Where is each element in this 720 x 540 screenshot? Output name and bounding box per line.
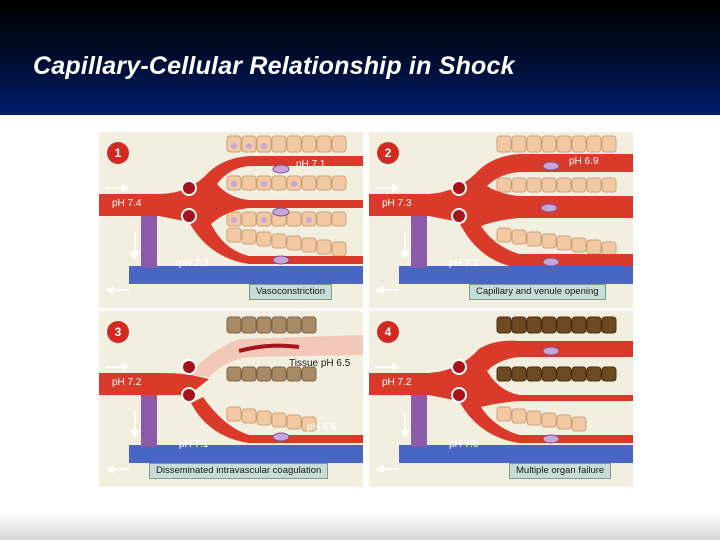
- step-number-badge: 3: [107, 321, 129, 343]
- venous-vessel: [399, 266, 633, 284]
- connecting-vessel: [411, 216, 427, 268]
- panel-caption: Vasoconstriction: [249, 284, 332, 300]
- venous-vessel: [399, 445, 633, 463]
- cell-row: [496, 406, 587, 432]
- ph-arterial-label: pH 7.3: [382, 198, 412, 209]
- sphincter-icons: [451, 180, 467, 224]
- flow-arrows: [105, 183, 140, 295]
- slide-title: Capillary-Cellular Relationship in Shock: [33, 52, 515, 80]
- shock-stages-figure: 1 pH 7.1 pH 7.4 pH 7.3 Vasoconstriction: [95, 128, 633, 487]
- rbc-cluster: [542, 346, 560, 444]
- step-number-badge: 2: [377, 142, 399, 164]
- ph-capillary-label: pH 6.6: [307, 422, 337, 433]
- sphincter-icons: [451, 359, 467, 403]
- venous-vessel: [129, 266, 363, 284]
- capillary-illustration: [369, 135, 633, 295]
- panel-dic: 3 Tissue pH 6.5 pH 7.2 pH 6.6 pH 7.1 Dis…: [99, 311, 363, 487]
- flow-arrows: [105, 362, 140, 474]
- panel-capillary-venule-opening: 2 pH 6.9 pH 7.3 pH 7.2 Capillary and ven…: [369, 132, 633, 308]
- cell-row: [226, 135, 347, 257]
- panel-caption: Capillary and venule opening: [469, 284, 606, 300]
- clot-streak: [238, 343, 300, 353]
- cell-row: [496, 316, 617, 382]
- ph-venous-label: pH 7.2: [449, 258, 479, 269]
- flow-arrows: [375, 362, 410, 474]
- sphincter-icons: [181, 359, 197, 403]
- sphincter-icons: [181, 180, 197, 224]
- connecting-vessel: [141, 216, 157, 268]
- clotted-vessel: [189, 335, 363, 377]
- arterial-vessel: [99, 156, 363, 264]
- step-number-badge: 4: [377, 321, 399, 343]
- connecting-vessel: [141, 395, 157, 447]
- panel-vasoconstriction: 1 pH 7.1 pH 7.4 pH 7.3 Vasoconstriction: [99, 132, 363, 308]
- ph-arterial-label: pH 7.2: [112, 377, 142, 388]
- slide-footer-fade: [0, 512, 720, 540]
- capillary-illustration: [99, 316, 363, 474]
- cell-row: [496, 135, 617, 257]
- flow-arrows: [375, 183, 410, 295]
- step-number-badge: 1: [107, 142, 129, 164]
- ph-venous-label: pH 7.0: [449, 439, 479, 450]
- ph-venous-label: pH 7.1: [179, 439, 209, 450]
- cell-nuclei: [231, 143, 312, 223]
- venous-vessel: [129, 445, 363, 463]
- ph-venous-label: pH 7.3: [179, 258, 209, 269]
- capillary-illustration: [99, 135, 363, 295]
- ph-arterial-label: pH 7.4: [112, 198, 142, 209]
- ph-tissue-label: Tissue pH 6.5: [289, 358, 351, 369]
- rbc-cluster: [272, 164, 290, 265]
- panel-multiple-organ-failure: 4 pH 7.2 pH 7.0 Multiple organ failure: [369, 311, 633, 487]
- cell-row: [226, 316, 317, 382]
- ph-capillary-label: pH 7.1: [296, 159, 326, 170]
- rbc-cluster: [272, 432, 290, 442]
- connecting-vessel: [411, 395, 427, 447]
- slide-header: Capillary-Cellular Relationship in Shock: [0, 0, 720, 115]
- ph-capillary-label: pH 6.9: [569, 156, 599, 167]
- rbc-cluster: [540, 161, 560, 267]
- arterial-vessel: [369, 340, 633, 443]
- capillary-illustration: [369, 316, 633, 474]
- cell-row: [226, 406, 317, 432]
- arterial-vessel: [369, 154, 633, 268]
- panel-caption: Multiple organ failure: [509, 463, 612, 479]
- panel-caption: Disseminated intravascular coagulation: [149, 463, 329, 479]
- arterial-vessel: [99, 373, 363, 443]
- ph-arterial-label: pH 7.2: [382, 377, 412, 388]
